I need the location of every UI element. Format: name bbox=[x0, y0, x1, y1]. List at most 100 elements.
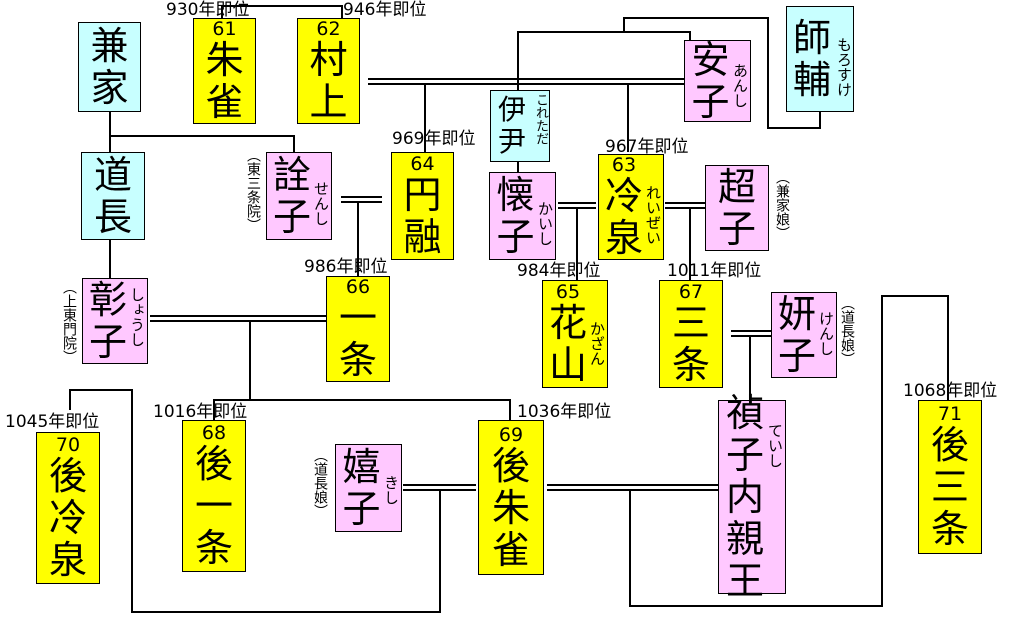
name-char: 上 bbox=[309, 80, 348, 124]
descent-line-to-gosanjo bbox=[629, 295, 949, 607]
regent-morosuke: 師 輔 もろすけ bbox=[786, 6, 854, 112]
name-char: 親 bbox=[725, 517, 764, 561]
regent-kaneie: 兼 家 bbox=[78, 22, 141, 112]
name-char: 冷 bbox=[604, 174, 643, 218]
reign-number: 66 bbox=[345, 276, 371, 298]
name-char: 兼 bbox=[90, 24, 129, 68]
name-char: 一 bbox=[338, 296, 377, 340]
name-char: 子 bbox=[725, 433, 764, 477]
descent-line-to-goreizei bbox=[69, 389, 441, 613]
name-char: 子 bbox=[777, 334, 816, 378]
furigana: しょうし bbox=[128, 287, 146, 347]
furigana: かいし bbox=[536, 201, 554, 246]
descent-line-morosuke-anshi bbox=[624, 31, 691, 40]
name-char: 彰 bbox=[88, 278, 127, 322]
emperor-69-gosuzaku: 69 後 朱 雀 bbox=[478, 420, 544, 575]
furigana: ていし bbox=[766, 423, 784, 468]
name-char: 師 bbox=[792, 16, 831, 60]
reign-number: 67 bbox=[678, 281, 704, 303]
name-char: 円 bbox=[403, 173, 442, 217]
name-char: 雀 bbox=[205, 80, 244, 124]
emperor-61-suzaku: 61 朱 雀 bbox=[193, 18, 256, 124]
name-char: 子 bbox=[342, 487, 381, 531]
reign-number: 64 bbox=[410, 153, 435, 175]
consort-anshi: 安 子 あんし bbox=[684, 38, 751, 124]
emperor-67-sanjo: 67 三 条 bbox=[659, 280, 723, 388]
name-char: 山 bbox=[548, 343, 587, 387]
name-char: 詮 bbox=[272, 153, 311, 197]
accession-year-64: 969年即位 bbox=[392, 129, 476, 149]
name-char: 後 bbox=[194, 442, 233, 486]
name-char: 泉 bbox=[604, 216, 643, 260]
furigana: あんし bbox=[731, 63, 749, 108]
note-shoshi: （上東門院） bbox=[61, 280, 77, 364]
reign-number: 70 bbox=[55, 434, 81, 456]
name-char: 三 bbox=[930, 465, 969, 509]
name-char: 冷 bbox=[48, 496, 87, 540]
accession-year-63: 967年即位 bbox=[605, 137, 689, 157]
name-char: 輔 bbox=[792, 58, 831, 102]
name-char: 妍 bbox=[777, 292, 816, 336]
regent-koretada: 伊 尹 これただ bbox=[490, 90, 550, 162]
consort-kenshi: 妍 子 けんし bbox=[771, 292, 837, 378]
name-char: 後 bbox=[48, 454, 87, 498]
name-char: 条 bbox=[194, 526, 233, 570]
name-char: 安 bbox=[691, 38, 730, 82]
name-char: 条 bbox=[338, 338, 377, 382]
note-kenshi: （道長娘） bbox=[839, 296, 855, 366]
name-char: 条 bbox=[671, 343, 710, 387]
name-char: 後 bbox=[930, 423, 969, 467]
descent-line-kaneie-senshi bbox=[110, 135, 295, 152]
accession-year-62: 946年即位 bbox=[343, 0, 427, 20]
emperor-63-reizei: 63 冷 泉 れいぜい bbox=[598, 154, 664, 260]
note-choshi: （兼家娘） bbox=[774, 170, 790, 240]
accession-year-66: 986年即位 bbox=[304, 257, 388, 277]
name-char: 伊 bbox=[497, 93, 526, 126]
name-char: 子 bbox=[496, 215, 535, 259]
furigana: れいぜい bbox=[644, 185, 662, 245]
emperor-66-ichijo: 66 一 条 bbox=[326, 276, 390, 382]
name-char: 後 bbox=[491, 443, 530, 488]
accession-year-71: 1068年即位 bbox=[903, 381, 998, 401]
name-char: 尹 bbox=[497, 125, 526, 158]
name-char: 家 bbox=[90, 66, 129, 110]
name-char: 花 bbox=[548, 301, 587, 345]
emperor-64-enyu: 64 円 融 bbox=[391, 152, 454, 260]
sibling-line-61-62 bbox=[221, 5, 343, 18]
accession-year-65: 984年即位 bbox=[517, 261, 601, 281]
name-char: 子 bbox=[691, 80, 730, 124]
furigana: けんし bbox=[817, 311, 835, 356]
reign-number: 71 bbox=[937, 403, 963, 425]
name-char: 朱 bbox=[205, 38, 244, 82]
consort-kishi: 嬉 子 きし bbox=[335, 444, 402, 532]
name-char: 懐 bbox=[496, 173, 535, 217]
consort-choshi: 超 子 bbox=[705, 165, 769, 251]
descent-line-to-goichijo-gosuzaku bbox=[249, 321, 511, 420]
reign-number: 65 bbox=[555, 281, 581, 303]
reign-number: 63 bbox=[611, 154, 637, 176]
accession-year-67: 1011年即位 bbox=[667, 261, 762, 281]
name-char: 禎 bbox=[725, 391, 764, 435]
consort-shoshi: 彰 子 しょうし bbox=[82, 278, 148, 364]
consort-senshi: 詮 子 せんし bbox=[266, 152, 332, 240]
accession-year-69: 1036年即位 bbox=[517, 402, 612, 422]
note-kishi: （道長娘） bbox=[312, 448, 328, 518]
reign-number: 62 bbox=[316, 18, 341, 40]
consort-teishi: 禎 子 内 親 王 ていし bbox=[718, 392, 786, 602]
accession-year-61: 930年即位 bbox=[166, 0, 250, 20]
regent-michinaga: 道 長 bbox=[81, 152, 145, 240]
reign-number: 61 bbox=[212, 18, 237, 40]
emperor-68-goichijo: 68 後 一 条 bbox=[182, 420, 246, 572]
accession-year-68: 1016年即位 bbox=[153, 402, 248, 422]
consort-kaishi: 懐 子 かいし bbox=[489, 172, 556, 260]
name-char: 子 bbox=[272, 195, 311, 239]
name-char: 内 bbox=[725, 475, 764, 519]
reign-number: 68 bbox=[201, 422, 227, 444]
name-char: 融 bbox=[403, 215, 442, 259]
name-char: 村 bbox=[309, 38, 348, 82]
name-char: 雀 bbox=[491, 527, 530, 572]
name-char: 一 bbox=[194, 484, 233, 528]
name-char: 長 bbox=[93, 195, 132, 239]
